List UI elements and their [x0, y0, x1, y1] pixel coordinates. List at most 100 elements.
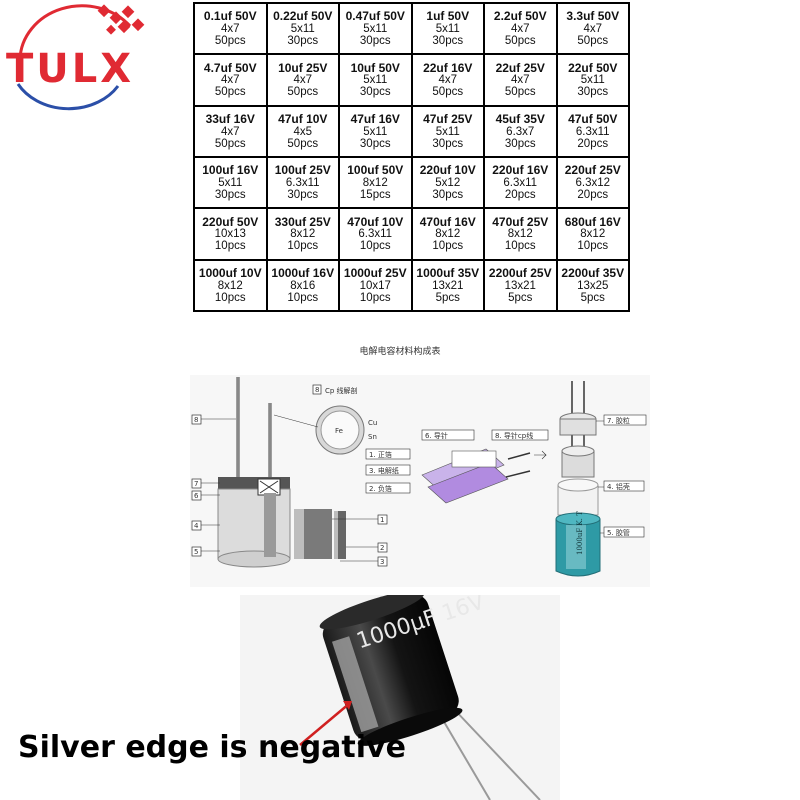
label-negative-foil: 2. 负箔: [369, 484, 392, 493]
capacitor-size: 4x7: [510, 22, 530, 35]
capacitor-value: 220uf 16V: [492, 163, 549, 178]
callout-6: 6: [194, 492, 199, 500]
capacitor-size: 5x12: [435, 176, 461, 189]
capacitor-qty: 50pcs: [287, 86, 319, 99]
capacitor-size: 4x7: [510, 74, 530, 87]
capacitor-value: 22uf 50V: [568, 60, 618, 75]
cp-wire-section: 8 Cp 线解剖 Fe Cu Sn: [273, 384, 377, 455]
callout-5: 5: [194, 548, 198, 556]
capacitor-size: 5x11: [363, 74, 388, 87]
capacitor-value: 1uf 50V: [426, 9, 470, 24]
capacitor-value: 2.2uf 50V: [493, 9, 547, 24]
capacitor-value: 330uf 25V: [274, 214, 331, 229]
capacitor-size: 6.3x7: [506, 125, 535, 138]
capacitor-qty: 50pcs: [214, 34, 246, 47]
capacitor-value: 1000uf 35V: [416, 265, 480, 280]
capacitor-value: 100uf 25V: [274, 163, 331, 178]
capacitor-value: 470uf 10V: [347, 214, 404, 229]
capacitor-size: 4x7: [438, 74, 458, 87]
capacitor-size: 6.3x11: [285, 176, 320, 189]
capacitor-value: 4.7uf 50V: [203, 60, 257, 75]
capacitor-qty: 20pcs: [504, 188, 536, 201]
label-paper: 3. 电解纸: [369, 466, 399, 475]
negative-stripe: [331, 636, 379, 733]
capacitor-value: 2200uf 25V: [488, 265, 552, 280]
capacitor-qty: 10pcs: [432, 240, 464, 253]
callout-2: 2: [380, 544, 384, 552]
capacitor-value: 100uf 16V: [202, 163, 259, 178]
capacitor-value: 33uf 16V: [205, 111, 255, 126]
capacitor-photo: 1000µF 16V: [240, 595, 560, 800]
capacitor-size: 13x21: [432, 279, 464, 292]
capacitor-qty: 50pcs: [214, 137, 246, 150]
capacitor-size: 8x12: [580, 228, 606, 241]
capacitor-size: 4x5: [293, 125, 313, 138]
capacitor-qty: 50pcs: [287, 137, 319, 150]
capacitor-value: 0.1uf 50V: [203, 9, 257, 24]
capacitor-size: 5x11: [435, 125, 460, 138]
capacitor-size: 8x16: [290, 279, 316, 292]
capacitor-value: 1000uf 16V: [271, 265, 335, 280]
capacitor-qty: 30pcs: [214, 188, 246, 201]
capacitor-value: 0.47uf 50V: [345, 9, 405, 24]
diagram-caption: 电解电容材料构成表: [359, 346, 441, 356]
capacitor-qty: 10pcs: [504, 240, 536, 253]
capacitor-qty: 30pcs: [359, 137, 391, 150]
label-cp-lead: 8. 导针cp线: [495, 431, 533, 440]
capacitor-qty: 50pcs: [577, 34, 609, 47]
capacitor-value: 47uf 50V: [568, 111, 618, 126]
capacitor-value: 22uf 25V: [495, 60, 545, 75]
capacitor-size: 4x7: [220, 74, 240, 87]
capacitor-qty: 10pcs: [287, 240, 319, 253]
capacitor-size: 5x11: [435, 22, 460, 35]
capacitor-qty: 30pcs: [287, 34, 319, 47]
capacitor-size: 8x12: [362, 176, 388, 189]
capacitor-size: 6.3x12: [575, 176, 611, 189]
pointer-arrow-icon: [299, 702, 351, 746]
label-lead: 6. 导针: [425, 431, 448, 440]
capacitor-value: 220uf 25V: [564, 163, 621, 178]
tulx-logo: TULX: [0, 0, 170, 120]
capacitor-value: 2200uf 35V: [561, 265, 625, 280]
lead-wire: [439, 714, 491, 800]
sleeve-marking: 1000uF K. T: [576, 511, 584, 555]
capacitor-value: 10uf 50V: [350, 60, 400, 75]
capacitor-qty: 50pcs: [214, 86, 246, 99]
capacitor-qty: 30pcs: [359, 34, 391, 47]
capacitor-value: 10uf 25V: [278, 60, 328, 75]
capacitor-size: 5x11: [363, 22, 388, 35]
capacitor-value: 470uf 16V: [419, 214, 476, 229]
capacitor-qty: 10pcs: [577, 240, 609, 253]
capacitor-qty: 30pcs: [359, 86, 391, 99]
capacitor-qty: 10pcs: [287, 291, 319, 304]
capacitor-value: 1000uf 25V: [343, 265, 407, 280]
label-sleeve: 5. 胶管: [607, 528, 630, 537]
capacitor-qty: 20pcs: [577, 188, 609, 201]
callout-8: 8: [194, 416, 198, 424]
capacitor-qty: 10pcs: [214, 240, 246, 253]
capacitor-qty: 50pcs: [432, 86, 464, 99]
